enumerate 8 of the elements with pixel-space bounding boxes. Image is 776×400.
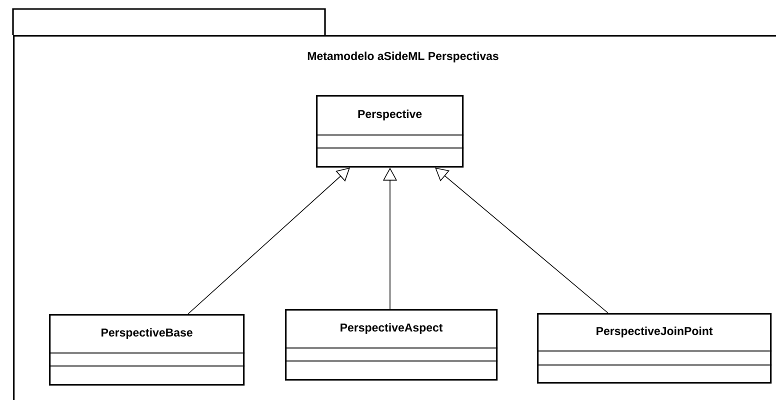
generalization-arrow [435,168,608,314]
package-frame [12,8,776,400]
class-box: PerspectiveBase [48,314,246,386]
package-title: Metamodelo aSideML Perspectivas [308,52,498,62]
class-box: Perspective [316,95,464,168]
class-box: PerspectiveAspect [284,309,498,381]
generalization-arrow [188,168,350,314]
class-box: PerspectiveJoinPoint [536,313,772,384]
